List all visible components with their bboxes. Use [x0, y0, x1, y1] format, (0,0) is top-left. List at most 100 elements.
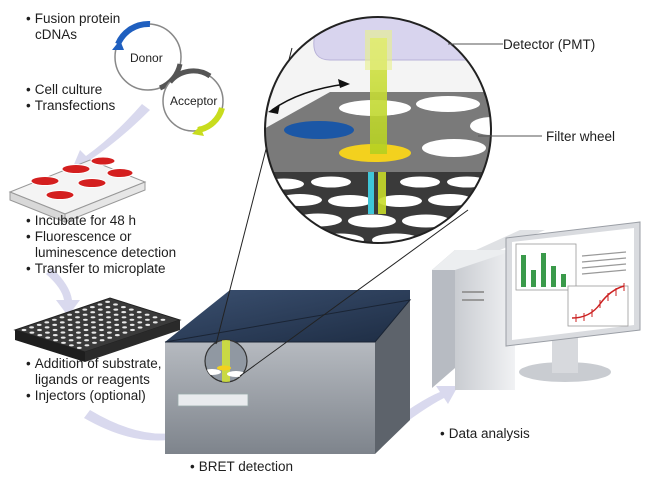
- microplate: [13, 297, 182, 362]
- microplate-well: [60, 336, 66, 339]
- donor-label: Donor: [130, 51, 163, 65]
- microplate-well: [114, 323, 120, 326]
- microplate-well: [68, 339, 74, 342]
- step-incubate-label: Incubate for 48 h Fluorescence or lumine…: [26, 213, 176, 277]
- microplate-well: [44, 321, 50, 324]
- microplate-well: [37, 328, 42, 332]
- microplate-well: [75, 326, 81, 329]
- microplate-well: [60, 326, 65, 329]
- microplate-well: [90, 316, 96, 319]
- microplate-well: [122, 326, 127, 329]
- computer: [432, 221, 641, 390]
- microplate-well: [114, 334, 120, 337]
- microplate-well: [99, 339, 105, 342]
- microplate-well: [76, 346, 82, 349]
- microplate-well: [137, 316, 142, 319]
- microplate-well: [59, 316, 65, 319]
- microplate-well: [67, 318, 73, 321]
- microplate-well: [83, 328, 89, 332]
- microplate-well: [97, 308, 103, 311]
- microplate-well: [106, 316, 111, 319]
- microplate-well: [52, 328, 58, 332]
- step-substrate-label: Addition of substrate, ligands or reagen…: [26, 356, 162, 404]
- microplate-well: [74, 311, 80, 314]
- blue-filter: [284, 121, 354, 139]
- microplate-well: [90, 311, 96, 314]
- microplate-well: [122, 331, 128, 334]
- step-fusion-protein-label: Fusion protein cDNAs: [26, 11, 121, 43]
- microplate-well: [105, 311, 111, 314]
- microplate-well: [91, 326, 96, 329]
- step4-line1: Addition of substrate,: [26, 356, 162, 372]
- microplate-well: [121, 311, 127, 314]
- zoom-line-bottom: [239, 209, 469, 377]
- microplate-well: [145, 318, 150, 321]
- microplate-well: [82, 308, 88, 311]
- microplate-well: [76, 341, 82, 344]
- step2-line2: Transfections: [26, 98, 116, 114]
- microplate-well: [136, 311, 142, 314]
- microplate-well: [92, 341, 97, 344]
- microplate-well: [98, 323, 104, 326]
- microplate-well: [21, 328, 27, 332]
- screen-text-lines: [581, 251, 627, 275]
- microplate-well: [113, 303, 118, 306]
- microplate-well: [83, 323, 89, 326]
- microplate-well: [59, 321, 65, 324]
- microplate-well: [75, 316, 80, 319]
- microplate-well: [29, 326, 34, 329]
- microplate-well: [152, 321, 158, 324]
- microplate-well: [82, 313, 88, 316]
- microplate-well: [121, 321, 127, 324]
- microplate-well: [160, 318, 166, 321]
- microplate-well: [44, 326, 50, 329]
- microplate-well: [75, 321, 81, 324]
- step4-line2: ligands or reagents: [35, 372, 150, 387]
- step4-line3: Injectors (optional): [26, 388, 162, 404]
- microplate-well: [130, 328, 135, 332]
- step3-line2: Fluorescence or: [26, 229, 176, 245]
- culture-dish-plate: [8, 156, 147, 223]
- microplate-well: [114, 318, 119, 321]
- microplate-well: [98, 313, 103, 316]
- microplate-well: [98, 318, 104, 321]
- bret-detection-label: BRET detection: [190, 459, 293, 475]
- donor-plasmid: [112, 20, 183, 91]
- step1-line1: Fusion protein: [26, 11, 121, 27]
- microplate-well: [52, 334, 58, 337]
- microplate-well: [106, 326, 112, 329]
- microplate-well: [45, 336, 51, 339]
- microplate-well: [36, 323, 42, 326]
- microplate-well: [90, 321, 96, 324]
- microplate-well: [99, 328, 104, 332]
- microplate-well: [99, 334, 105, 337]
- microplate-well: [69, 344, 74, 347]
- microplate-well: [91, 331, 97, 334]
- microplate-well: [29, 331, 35, 334]
- step2-line1: Cell culture: [26, 82, 115, 98]
- microplate-well: [107, 336, 113, 339]
- microplate-well: [68, 328, 73, 332]
- microplate-well: [61, 341, 66, 344]
- microplate-well: [121, 306, 126, 309]
- lens-plate-wells: [265, 176, 487, 243]
- microplate-well: [114, 328, 120, 332]
- microplate-well: [113, 308, 119, 311]
- microplate-well: [91, 336, 97, 339]
- microplate-well: [84, 339, 89, 342]
- microplate-well: [83, 318, 88, 321]
- microplate-well: [67, 313, 72, 316]
- microplate-well: [76, 336, 82, 339]
- microplate-well: [45, 331, 50, 334]
- bret-reader-instrument: [164, 290, 412, 454]
- microplate-well: [152, 316, 158, 319]
- detector-pmt-label: Detector (PMT): [503, 37, 596, 52]
- reader-drawer-slot: [177, 393, 249, 407]
- step1-line2: cDNAs: [35, 27, 78, 42]
- microplate-well: [121, 316, 127, 319]
- pc-tower-side: [432, 250, 455, 388]
- microplate-well: [37, 334, 43, 337]
- microplate-well: [137, 321, 143, 324]
- microplate-well: [52, 318, 57, 321]
- acceptor-label: Acceptor: [170, 94, 218, 108]
